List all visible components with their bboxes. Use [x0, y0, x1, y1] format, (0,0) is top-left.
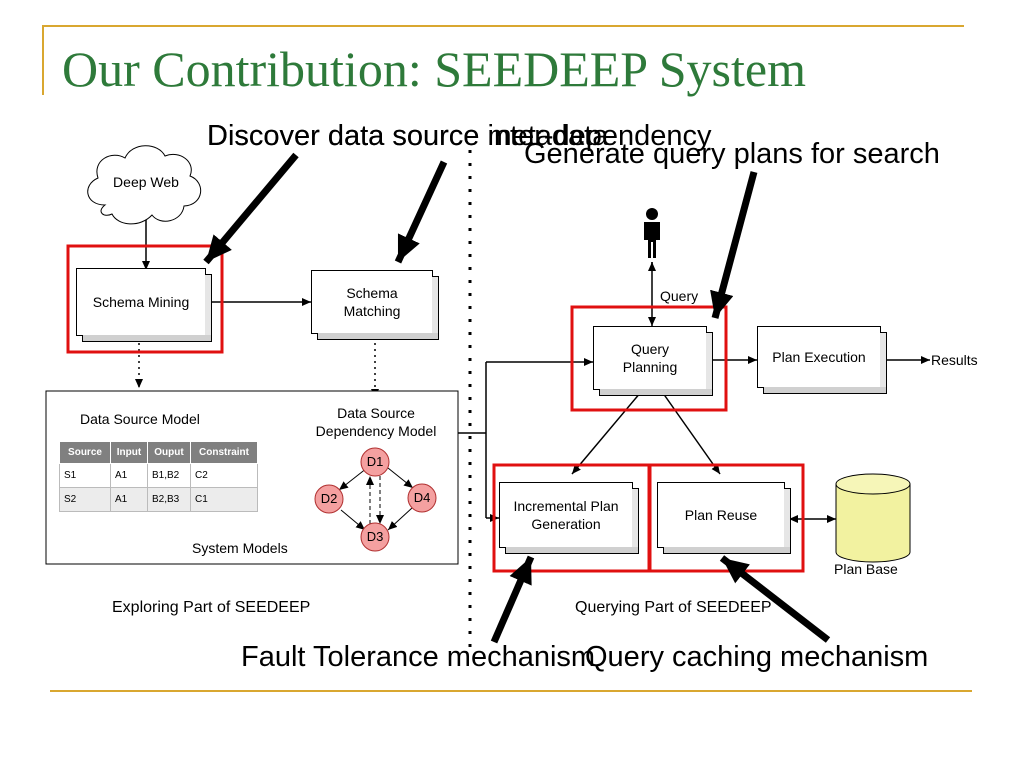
col-output: Ouput: [147, 441, 191, 464]
node-d4-circle: [407, 483, 437, 513]
cell: B2,B3: [147, 487, 191, 512]
title-top-rule: [42, 25, 964, 27]
cell: A1: [110, 487, 148, 512]
plan-reuse-label: Plan Reuse: [657, 482, 785, 548]
annotation-discover-dependency: Discover data source inter-dependency: [207, 120, 712, 152]
col-source: Source: [59, 441, 111, 464]
query-planning-label: Query Planning: [593, 326, 707, 390]
footer-rule: [50, 690, 972, 692]
node-d2: D2: [320, 491, 338, 506]
node-d4: D4: [413, 490, 431, 505]
plan-execution-label: Plan Execution: [757, 326, 881, 388]
cell: C2: [190, 463, 258, 488]
schema-matching-label: Schema Matching: [311, 270, 433, 334]
exploring-part-label: Exploring Part of SEEDEEP: [112, 599, 311, 616]
cell: S2: [59, 487, 111, 512]
table-row: S2 A1 B2,B3 C1: [59, 487, 258, 512]
col-input: Input: [110, 441, 148, 464]
cell: C1: [190, 487, 258, 512]
cell: A1: [110, 463, 148, 488]
incremental-plan-generation-label: Incremental Plan Generation: [499, 482, 633, 548]
title-accent-line: [42, 25, 44, 95]
plan-base-label: Plan Base: [834, 561, 898, 577]
annotation-fault-tolerance: Fault Tolerance mechanism: [241, 641, 596, 673]
slide-title: Our Contribution: SEEDEEP System: [62, 41, 806, 97]
node-d1: D1: [366, 454, 384, 469]
table-header-row: Source Input Ouput Constraint: [59, 441, 258, 464]
user-person-icon: [644, 208, 660, 258]
cell: B1,B2: [147, 463, 191, 488]
highlight-schema-mining: [66, 244, 224, 354]
plan-reuse-box: Plan Reuse: [657, 482, 791, 554]
schema-matching-box: Schema Matching: [311, 270, 439, 340]
results-label: Results: [931, 352, 978, 368]
annotation-query-caching: Query caching mechanism: [585, 641, 929, 673]
incremental-plan-generation-box: Incremental Plan Generation: [499, 482, 639, 554]
deep-web-label: Deep Web: [113, 174, 179, 190]
annotation-discover-metadata: Discover data source metadata: [207, 120, 609, 152]
querying-part-label: Querying Part of SEEDEEP: [575, 599, 772, 616]
cell: S1: [59, 463, 111, 488]
dependency-model-label: Data Source Dependency Model: [315, 405, 437, 439]
plan-execution-box: Plan Execution: [757, 326, 887, 394]
highlight-query-planning: [570, 305, 728, 412]
query-label: Query: [660, 288, 699, 304]
schema-mining-label: Schema Mining: [76, 268, 206, 336]
deep-web-cloud-shape: [87, 145, 201, 225]
data-source-table: Source Input Ouput Constraint S1 A1 B1,B…: [59, 441, 258, 512]
schema-mining-box: Schema Mining: [76, 268, 212, 342]
node-d2-circle: [314, 484, 344, 514]
query-planning-box: Query Planning: [593, 326, 713, 396]
plan-base-cylinder: [835, 473, 911, 563]
table-row: S1 A1 B1,B2 C2: [59, 463, 258, 488]
col-constraint: Constraint: [190, 441, 258, 464]
system-models-label: System Models: [192, 540, 288, 556]
annotation-generate-plans: Generate query plans for search: [524, 138, 940, 170]
data-source-model-label: Data Source Model: [80, 411, 200, 427]
node-d3: D3: [366, 529, 384, 544]
node-d1-circle: [360, 447, 390, 477]
node-d3-circle: [360, 522, 390, 552]
